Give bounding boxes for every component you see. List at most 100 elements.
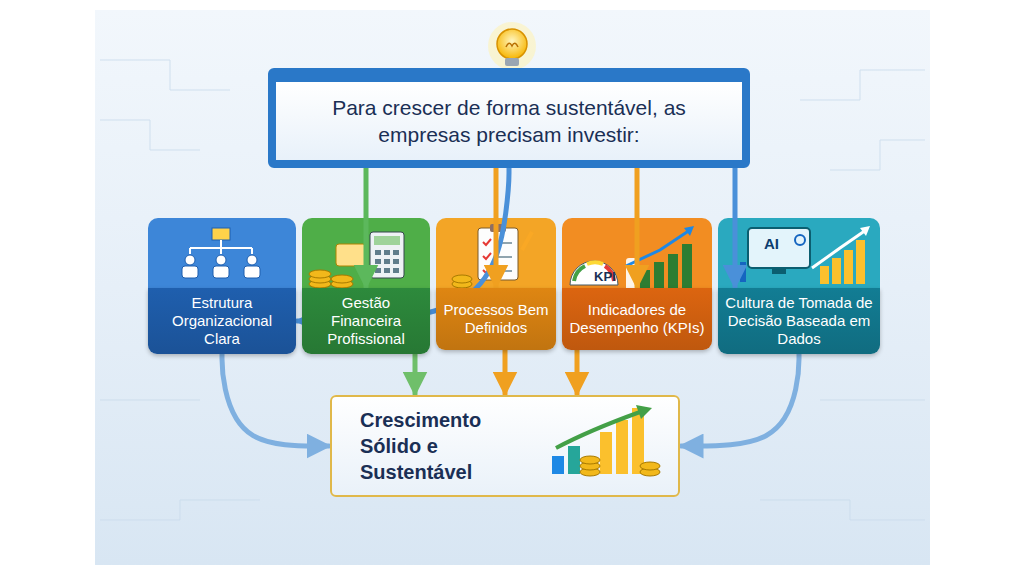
org-chart-icon bbox=[213, 266, 229, 278]
growth-chart-icon bbox=[552, 405, 660, 476]
circuit-texture bbox=[800, 70, 925, 100]
decor bbox=[375, 268, 381, 273]
lightbulb-icon bbox=[488, 22, 536, 70]
decor bbox=[600, 432, 612, 474]
org-chart-icon bbox=[185, 255, 195, 265]
kpi-gauge-icon bbox=[684, 226, 694, 236]
decor bbox=[452, 275, 472, 283]
kpi-gauge-icon bbox=[574, 266, 585, 281]
decor bbox=[832, 258, 841, 284]
org-chart-icon bbox=[212, 228, 230, 240]
panel-ground bbox=[95, 10, 930, 565]
ai-monitor-icon bbox=[748, 228, 810, 268]
decor bbox=[740, 262, 746, 282]
lightbulb-icon bbox=[497, 29, 527, 59]
decor bbox=[384, 250, 390, 255]
gauge-label: KPI bbox=[594, 270, 616, 283]
circuit-texture bbox=[100, 400, 200, 401]
circuit-texture bbox=[100, 500, 260, 520]
decor bbox=[384, 268, 390, 273]
decor bbox=[375, 250, 399, 273]
org-chart-icon bbox=[182, 228, 260, 278]
finance-icon bbox=[374, 236, 400, 245]
kpi-gauge-icon bbox=[587, 262, 603, 264]
decor bbox=[393, 250, 399, 255]
decor bbox=[309, 270, 331, 278]
decor bbox=[384, 259, 390, 264]
decor bbox=[375, 250, 381, 255]
panel-ground bbox=[95, 10, 930, 565]
finance-icon bbox=[336, 244, 366, 266]
kpi-gauge-icon bbox=[570, 261, 618, 285]
monitor-label: AI bbox=[764, 236, 779, 251]
decor bbox=[580, 456, 600, 464]
node-text: Gestão Financeira Profissional bbox=[309, 294, 423, 348]
node-text: Estrutura Organizacional Clara bbox=[155, 294, 289, 348]
ai-monitor-icon bbox=[732, 226, 870, 284]
node-text: Processos Bem Definidos bbox=[443, 301, 549, 337]
circuit-texture bbox=[100, 120, 200, 150]
decor bbox=[616, 420, 628, 474]
finance-icon bbox=[309, 232, 404, 288]
finance-icon bbox=[370, 232, 404, 278]
ai-monitor-icon bbox=[812, 230, 866, 268]
org-chart-icon bbox=[182, 266, 198, 278]
decor bbox=[568, 446, 580, 474]
circuit-texture bbox=[100, 60, 230, 90]
flow-arrow bbox=[413, 354, 418, 394]
result-box: Crescimento Sólido e Sustentável bbox=[330, 395, 680, 497]
decor bbox=[682, 244, 692, 292]
card-band: Estrutura Organizacional Clara bbox=[148, 288, 296, 354]
decor bbox=[552, 456, 564, 474]
flow-arrow bbox=[733, 168, 738, 287]
decor bbox=[331, 275, 353, 283]
decor bbox=[393, 259, 399, 264]
decor bbox=[309, 270, 353, 288]
node-text: Indicadores de Desempenho (KPIs) bbox=[569, 301, 705, 337]
decor bbox=[393, 268, 399, 273]
decor bbox=[640, 244, 692, 292]
flow-arrow bbox=[494, 168, 499, 287]
decor bbox=[640, 462, 660, 470]
lightbulb-icon bbox=[505, 58, 519, 66]
flow-arrow bbox=[635, 168, 640, 287]
flow-arrow bbox=[503, 350, 508, 394]
node-text: Cultura de Tomada de Decisão Baseada em … bbox=[725, 294, 873, 348]
flow-arrow bbox=[222, 354, 329, 446]
node-text: Crescimento Sólido e Sustentável bbox=[360, 407, 528, 485]
decor bbox=[820, 266, 829, 284]
ai-monitor-icon bbox=[795, 235, 805, 245]
flow-arrow bbox=[364, 168, 369, 287]
ai-monitor-icon bbox=[860, 226, 870, 236]
flow-arrow bbox=[681, 354, 799, 446]
circuit-texture bbox=[830, 140, 925, 170]
circuit-texture bbox=[820, 400, 925, 401]
decor bbox=[668, 254, 678, 292]
org-chart-icon bbox=[247, 255, 257, 265]
checklist-icon bbox=[452, 224, 532, 288]
node-text: Para crescer de forma sustentável, as em… bbox=[294, 94, 724, 149]
ai-monitor-icon bbox=[772, 268, 786, 274]
decor bbox=[452, 275, 472, 288]
checklist-icon bbox=[522, 232, 532, 250]
result-box-fill bbox=[330, 395, 680, 497]
card-band: Cultura de Tomada de Decisão Baseada em … bbox=[718, 288, 880, 354]
result-box-fill bbox=[330, 395, 680, 497]
card-band: Indicadores de Desempenho (KPIs) bbox=[562, 288, 712, 350]
lightbulb-icon bbox=[488, 22, 536, 70]
decor bbox=[580, 456, 660, 476]
circuit-texture bbox=[100, 60, 925, 520]
growth-chart-icon bbox=[636, 405, 652, 419]
decor bbox=[552, 456, 564, 474]
decor bbox=[844, 250, 853, 284]
lightbulb-icon bbox=[506, 43, 518, 47]
flow-arrow bbox=[575, 350, 580, 394]
intro-banner: Para crescer de forma sustentável, as em… bbox=[268, 68, 750, 168]
org-chart-icon bbox=[216, 255, 226, 265]
org-chart-icon bbox=[190, 240, 252, 254]
growth-chart-icon bbox=[556, 412, 640, 448]
decor bbox=[375, 259, 381, 264]
kpi-gauge-icon bbox=[570, 226, 694, 292]
